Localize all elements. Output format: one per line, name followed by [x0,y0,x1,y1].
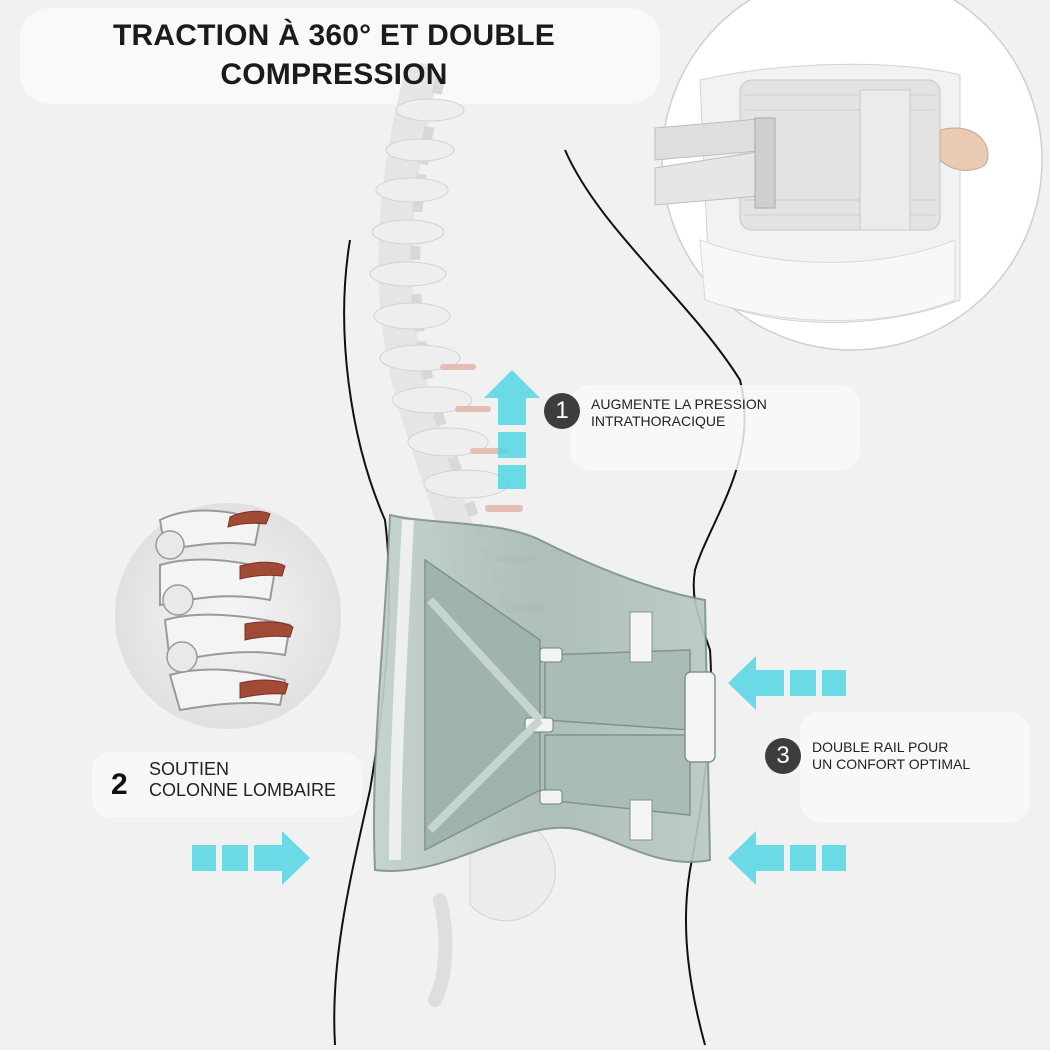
feature-label-3: DOUBLE RAIL POUR UN CONFORT OPTIMAL [812,739,971,772]
title-line-2: COMPRESSION [220,58,448,91]
step-number-3: 3 [765,738,801,774]
step-number-1: 1 [544,393,580,429]
arrow-right-icon [192,831,310,885]
back-brace [373,513,716,873]
arrow-left-icon [728,656,846,710]
feature-label-2: SOUTIEN COLONNE LOMBAIRE [149,759,337,800]
feature-label-1: AUGMENTE LA PRESSION INTRATHORACIQUE [591,396,767,429]
page-title: TRACTION À 360° ET DOUBLE COMPRESSION [60,16,608,94]
title-backdrop [20,8,660,104]
arrow-up-icon [484,370,540,489]
arrow-left-icon [728,831,846,885]
body-outline-front [564,149,746,1046]
step-number-2: 2 [111,768,128,801]
vertebrae-closeup-circle [115,503,341,729]
title-line-1: TRACTION À 360° ET DOUBLE [112,19,556,52]
product-photo-circle [654,0,1043,351]
